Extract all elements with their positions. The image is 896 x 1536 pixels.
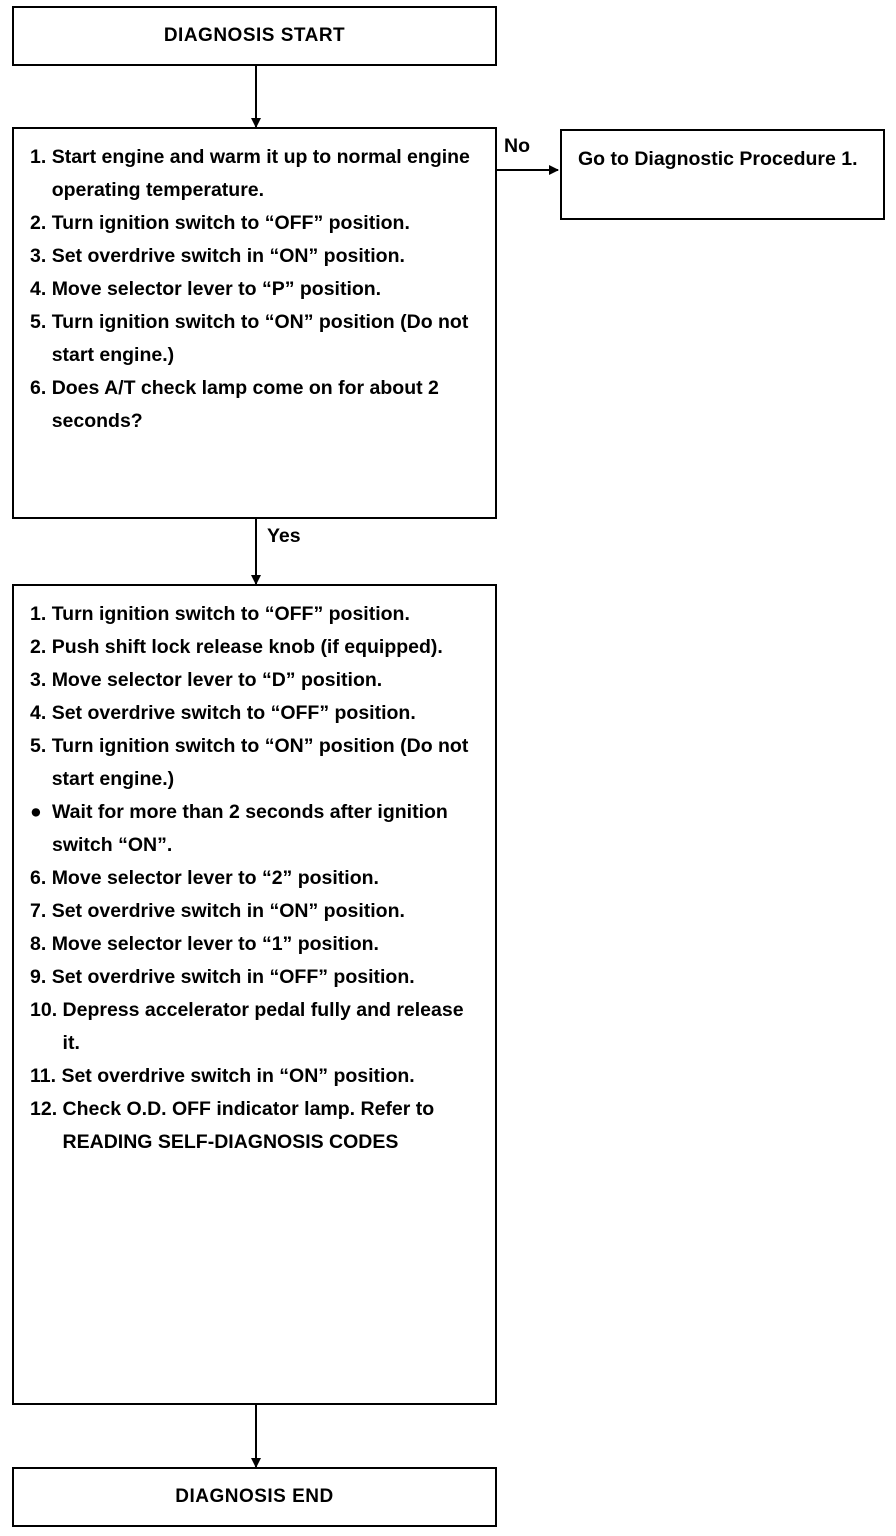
step-text: Wait for more than 2 seconds after ignit… [52,801,448,856]
step-number: 3. [30,245,52,267]
step-number: 4. [30,702,52,724]
step-number: 7. [30,900,52,922]
step-number: 2. [30,212,52,234]
no-label: No [504,135,530,157]
step-number: 5. [30,735,52,757]
step-number: 6. [30,867,52,889]
step-number: 3. [30,669,52,691]
step-item: 10. Depress accelerator pedal fully and … [30,994,485,1060]
step-text: Push shift lock release knob (if equippe… [51,636,443,658]
goto-procedure-box: Go to Diagnostic Procedure 1. [560,129,885,220]
step-item: 4. Move selector lever to “P” position. [30,273,485,306]
step-number: 9. [30,966,52,988]
step-item: 3. Set overdrive switch in “ON” position… [30,240,485,273]
step-text: Set overdrive switch in “ON” position. [51,900,405,922]
step-text: Move selector lever to “D” position. [51,669,383,691]
step-item: 1. Start engine and warm it up to normal… [30,141,485,207]
step-text: Start engine and warm it up to normal en… [51,146,470,201]
step-item: 6. Does A/T check lamp come on for about… [30,372,485,438]
step-number: 6. [30,377,52,399]
step-item: ● Wait for more than 2 seconds after igni… [30,796,485,862]
step-number: 1. [30,603,52,625]
step-item: 12. Check O.D. OFF indicator lamp. Refer… [30,1093,485,1159]
step-number: 4. [30,278,52,300]
step-number: 5. [30,311,52,333]
step-number: 8. [30,933,52,955]
step-number: 2. [30,636,52,658]
diagnosis-end-box: DIAGNOSIS END [12,1467,497,1527]
step-item: 5. Turn ignition switch to “ON” position… [30,306,485,372]
step-item: 2. Push shift lock release knob (if equi… [30,631,485,664]
step-text: Move selector lever to “1” position. [51,933,379,955]
step-item: 11. Set overdrive switch in “ON” positio… [30,1060,485,1093]
check-box: 1. Start engine and warm it up to normal… [12,127,497,519]
step-text: Depress accelerator pedal fully and rele… [62,999,464,1054]
procedure-box: 1. Turn ignition switch to “OFF” positio… [12,584,497,1405]
step-item: 4. Set overdrive switch to “OFF” positio… [30,697,485,730]
step-item: 1. Turn ignition switch to “OFF” positio… [30,598,485,631]
step-text: Does A/T check lamp come on for about 2 … [51,377,439,432]
step-text: Check O.D. OFF indicator lamp. Refer to … [62,1098,435,1153]
step-number: 12. [30,1098,63,1120]
diagnosis-start-box: DIAGNOSIS START [12,6,497,66]
step-text: Move selector lever to “P” position. [51,278,382,300]
step-text: Set overdrive switch in “OFF” position. [51,966,415,988]
goto-procedure-text: Go to Diagnostic Procedure 1. [578,148,858,170]
step-text: Turn ignition switch to “ON” position (D… [51,735,469,790]
step-number: ● [30,801,42,823]
step-item: 8. Move selector lever to “1” position. [30,928,485,961]
step-item: 7. Set overdrive switch in “ON” position… [30,895,485,928]
diagnosis-end-label: DIAGNOSIS END [175,1486,334,1507]
step-text: Turn ignition switch to “OFF” position. [51,212,410,234]
step-item: 3. Move selector lever to “D” position. [30,664,485,697]
step-item: 2. Turn ignition switch to “OFF” positio… [30,207,485,240]
step-text: Move selector lever to “2” position. [51,867,379,889]
diagnosis-start-label: DIAGNOSIS START [163,25,346,46]
step-text: Set overdrive switch in “ON” position. [61,1065,415,1087]
step-number: 10. [30,999,63,1021]
step-text: Set overdrive switch in “ON” position. [51,245,405,267]
step-text: Turn ignition switch to “OFF” position. [51,603,410,625]
step-text: Turn ignition switch to “ON” position (D… [51,311,469,366]
step-item: 6. Move selector lever to “2” position. [30,862,485,895]
step-text: Set overdrive switch to “OFF” position. [51,702,416,724]
step-number: 1. [30,146,52,168]
step-number: 11. [30,1065,62,1087]
yes-label: Yes [267,525,301,547]
step-item: 5. Turn ignition switch to “ON” position… [30,730,485,796]
step-item: 9. Set overdrive switch in “OFF” positio… [30,961,485,994]
